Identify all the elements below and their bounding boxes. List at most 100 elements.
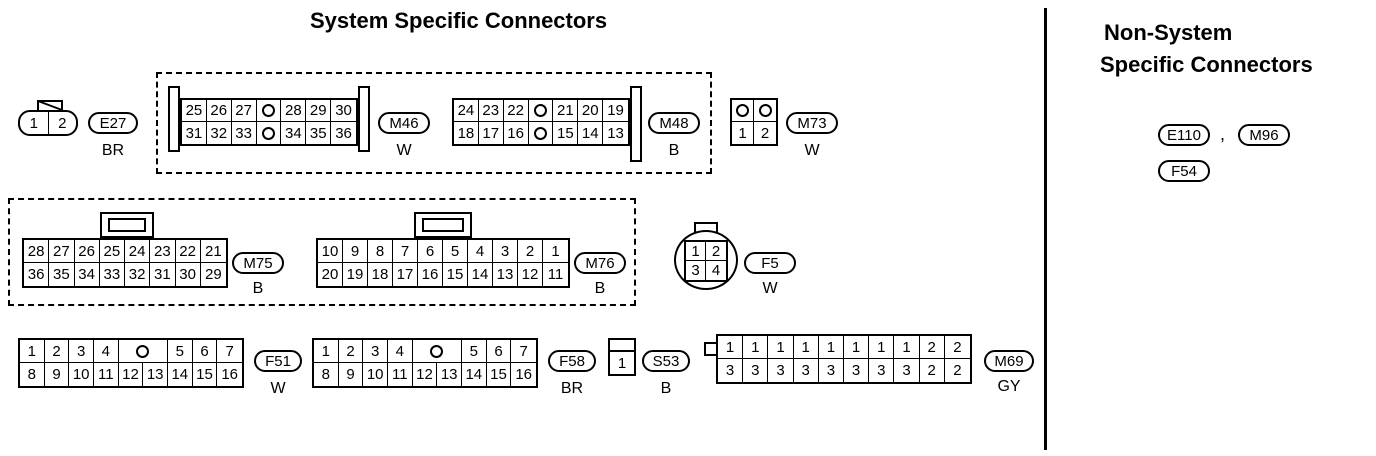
f58-pin: 4	[387, 340, 413, 363]
section-divider	[1044, 8, 1047, 450]
m46-guide-hole-icon	[257, 122, 282, 144]
m76-pin: 13	[493, 263, 518, 286]
f51-guide-hole-icon	[118, 340, 168, 363]
f51-pin: 13	[143, 363, 168, 386]
m75-pin: 32	[125, 263, 151, 286]
m75-key-tab	[100, 212, 154, 238]
m69-pin: 1	[844, 336, 870, 359]
m76-key-tab	[414, 212, 472, 238]
f51-pin: 4	[93, 340, 119, 363]
m76-pin: 20	[318, 263, 343, 286]
m46-guide-hole-icon	[256, 100, 282, 122]
m76-pin: 19	[343, 263, 368, 286]
m48-pin: 18	[454, 122, 479, 144]
connector-f58-tag: F58	[548, 350, 596, 372]
m76-pin: 12	[518, 263, 543, 286]
m75-pin: 35	[49, 263, 75, 286]
f5-pin-3: 3	[686, 261, 706, 280]
f5-pin-grid: 1 2 3 4	[684, 240, 728, 282]
connector-m48-tag: M48	[648, 112, 700, 134]
m73-pin: 2	[760, 124, 770, 142]
m75-pin: 27	[49, 240, 75, 263]
m73-guide-hole-icon	[732, 100, 754, 122]
m76-pin: 17	[393, 263, 418, 286]
m46-pin: 32	[207, 122, 232, 144]
m75-pin: 24	[125, 240, 151, 263]
m69-pin: 1	[869, 336, 895, 359]
connector-m75-tag: M75	[232, 252, 284, 274]
m69-pin: 2	[953, 362, 962, 379]
non-system-f54-tag: F54	[1158, 160, 1210, 182]
connector-s53-body: 1	[608, 350, 636, 376]
m75-pin: 30	[176, 263, 201, 286]
m48-pin: 23	[478, 100, 504, 122]
e27-lock-icon	[36, 98, 64, 111]
f58-pin: 2	[338, 340, 364, 363]
m75-pin: 28	[24, 240, 50, 263]
connector-f51-tag: F51	[254, 350, 302, 372]
f51-pin: 2	[44, 340, 70, 363]
connector-e27-body: 1 2	[18, 110, 78, 136]
f58-pin: 8	[314, 363, 339, 386]
m48-pin: 15	[553, 122, 579, 144]
m48-latch-right	[630, 86, 642, 162]
m48-pin: 21	[553, 100, 579, 122]
m48-pin: 22	[503, 100, 529, 122]
m76-pin: 10	[318, 240, 343, 263]
m76-pin: 11	[547, 266, 564, 283]
m76-pin: 3	[493, 240, 518, 263]
f58-pin: 11	[388, 363, 413, 386]
m69-pin: 3	[718, 359, 744, 382]
m48-pin: 13	[607, 124, 624, 142]
m69-pin: 3	[743, 359, 769, 382]
m48-pin: 19	[603, 100, 628, 122]
f58-pin: 10	[363, 363, 388, 386]
m69-pin: 2	[919, 336, 945, 359]
f51-pin: 1	[20, 340, 45, 363]
m48-guide-hole-icon	[529, 122, 554, 144]
connector-f58-color: BR	[560, 380, 584, 397]
f51-pin: 16	[221, 366, 238, 383]
f58-guide-hole-icon	[412, 340, 462, 363]
f5-pin-2: 2	[706, 242, 726, 261]
m46-pin: 31	[182, 122, 207, 144]
m75-pin: 33	[100, 263, 125, 286]
m48-pin: 24	[454, 100, 479, 122]
m46-pin: 26	[206, 100, 232, 122]
non-system-m96-tag: M96	[1238, 124, 1290, 146]
dashed-group-m46-m48	[156, 72, 712, 174]
m75-pin: 25	[99, 240, 125, 263]
e27-pin-2: 2	[47, 112, 77, 134]
m46-latch-right	[358, 86, 370, 152]
m69-pin: 3	[844, 359, 870, 382]
m76-pin: 9	[343, 240, 368, 263]
f51-pin: 10	[69, 363, 94, 386]
m46-pin: 27	[231, 100, 257, 122]
m46-latch-left	[168, 86, 180, 152]
m75-pin: 31	[150, 263, 176, 286]
connector-m76-color: B	[594, 280, 606, 297]
f58-pin: 7	[511, 340, 536, 363]
m46-pin: 30	[331, 100, 356, 122]
m75-pin: 23	[150, 240, 176, 263]
m69-pin: 3	[869, 359, 895, 382]
m75-pin: 29	[205, 266, 222, 283]
f51-pin: 6	[192, 340, 218, 363]
connector-e27-tag: E27	[88, 112, 138, 134]
connector-m69-color: GY	[997, 378, 1021, 395]
f51-pin: 9	[45, 363, 70, 386]
m46-pin: 34	[281, 122, 307, 144]
m73-guide-hole-icon	[754, 100, 776, 122]
f58-pin: 5	[461, 340, 487, 363]
m75-pin: 26	[74, 240, 100, 263]
m69-pin: 2	[944, 336, 970, 359]
m46-pin: 25	[182, 100, 207, 122]
f51-pin: 12	[119, 363, 144, 386]
m69-pin: 3	[768, 359, 794, 382]
m76-pin: 5	[443, 240, 468, 263]
f5-pin-4: 4	[711, 262, 721, 279]
